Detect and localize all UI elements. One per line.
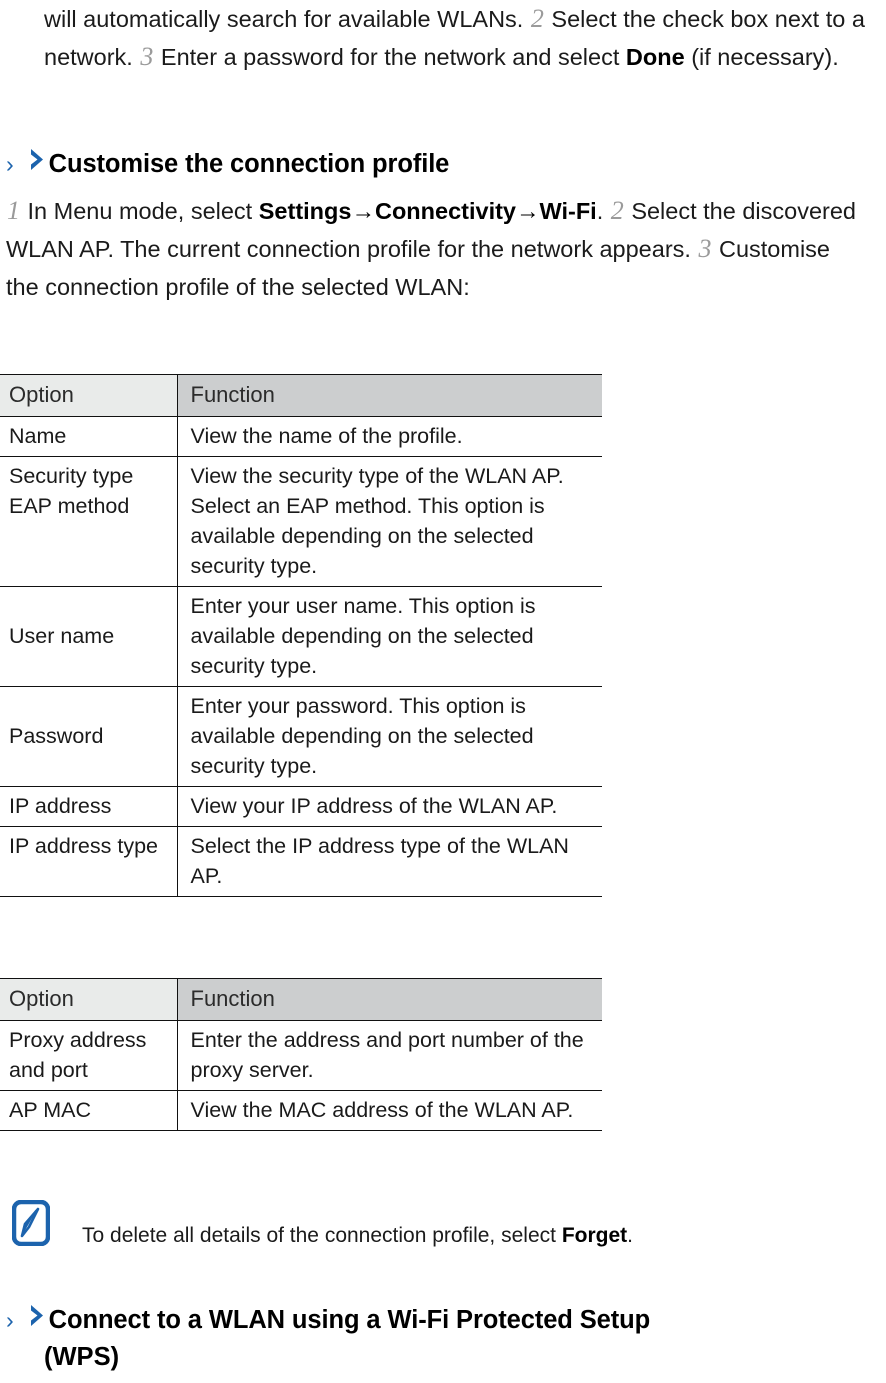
- table-2-option-1: AP MAC: [0, 1090, 177, 1131]
- intro-bold-done: Done: [625, 44, 685, 70]
- table-row: Proxy address and port Enter the address…: [0, 1020, 602, 1091]
- section-heading-connect-wps: › Connect to a WLAN using a Wi-Fi Protect…: [6, 1302, 878, 1375]
- table-2-header-row: Option Function: [0, 978, 602, 1021]
- step-number-2: 2: [530, 4, 544, 33]
- arrow-bullet-icon: [28, 147, 48, 183]
- note-text-1: To delete all details of the connection …: [82, 1224, 556, 1247]
- table-1-option-2: User name: [0, 586, 177, 687]
- table-row: User name Enter your user name. This opt…: [0, 586, 602, 687]
- table-1-function-2: Enter your user name. This option is ava…: [176, 586, 602, 687]
- note-pen-icon: [11, 1199, 51, 1247]
- section-heading-2-title-line-2: (WPS): [44, 1343, 120, 1371]
- arrow-glyph-2: →: [516, 198, 540, 224]
- body-paragraph: 1 In Menu mode, select Settings→Connecti…: [6, 192, 866, 306]
- table-row: Password Enter your password. This optio…: [0, 686, 602, 787]
- arrow-bullet-icon: [28, 1303, 48, 1339]
- table-1-header-function: Function: [176, 374, 602, 417]
- step-number-1: 1: [7, 196, 20, 225]
- note-text-2: .: [627, 1224, 633, 1247]
- section-heading-2-title-line-1: Connect to a WLAN using a Wi-Fi Protecte…: [48, 1306, 651, 1334]
- intro-paragraph: will automatically search for available …: [44, 0, 886, 76]
- chevron-right-icon: ›: [6, 151, 14, 177]
- table-1-function-4: View your IP address of the WLAN AP.: [176, 786, 602, 827]
- options-table-1: Option Function Name View the name of th…: [0, 374, 602, 897]
- table-row: Name View the name of the profile.: [0, 416, 602, 457]
- intro-text-3: Enter a password for the network and sel…: [160, 44, 620, 70]
- step-number-3: 3: [140, 42, 154, 71]
- table-1-option-1: Security type EAP method: [0, 456, 177, 587]
- body-bold-settings: Settings: [258, 198, 352, 224]
- intro-text-1: will automatically search for available …: [44, 6, 524, 32]
- step-number-3b: 3: [698, 234, 712, 263]
- table-1-option-0: Name: [0, 416, 177, 457]
- table-1-function-5: Select the IP address type of the WLAN A…: [176, 826, 602, 897]
- note-bold-forget: Forget: [561, 1224, 628, 1247]
- body-period: .: [596, 198, 604, 224]
- step-number-2b: 2: [610, 196, 624, 225]
- chevron-right-icon: ›: [6, 1307, 14, 1333]
- table-row: Security type EAP method View the securi…: [0, 456, 602, 587]
- section-heading-1-title: Customise the connection profile: [48, 150, 450, 178]
- section-heading-customise-connection-profile: › Customise the connection profile: [6, 146, 878, 183]
- table-1-option-3: Password: [0, 686, 177, 787]
- table-1-function-1: View the security type of the WLAN AP. S…: [176, 456, 602, 587]
- body-text-1: In Menu mode, select: [27, 198, 253, 224]
- note-block: To delete all details of the connection …: [11, 1198, 872, 1251]
- table-1-function-3: Enter your password. This option is avai…: [176, 686, 602, 787]
- table-2-header-option: Option: [0, 978, 177, 1021]
- body-text-3: Customise the connection profile of the …: [6, 236, 830, 300]
- table-2-function-1: View the MAC address of the WLAN AP.: [176, 1090, 602, 1131]
- body-bold-connectivity: Connectivity: [374, 198, 516, 224]
- note-text: To delete all details of the connection …: [82, 1221, 633, 1251]
- table-1-option-4: IP address: [0, 786, 177, 827]
- table-2-header-function: Function: [176, 978, 602, 1021]
- table-row: AP MAC View the MAC address of the WLAN …: [0, 1090, 602, 1131]
- arrow-glyph-1: →: [351, 198, 375, 224]
- table-1-option-5: IP address type: [0, 826, 177, 897]
- intro-text-4: (if necessary).: [691, 44, 839, 70]
- table-row: IP address type Select the IP address ty…: [0, 826, 602, 897]
- body-text-2: Select the discovered WLAN AP. The curre…: [6, 198, 856, 262]
- body-bold-wifi: Wi-Fi: [539, 198, 597, 224]
- intro-text-2: Select the check box next to a network.: [44, 6, 865, 70]
- table-2-function-0: Enter the address and port number of the…: [176, 1020, 602, 1091]
- table-2-option-0: Proxy address and port: [0, 1020, 177, 1091]
- table-1-header-option: Option: [0, 374, 177, 417]
- table-row: IP address View your IP address of the W…: [0, 786, 602, 827]
- table-1-function-0: View the name of the profile.: [176, 416, 602, 457]
- table-1-header-row: Option Function: [0, 374, 602, 417]
- options-table-2: Option Function Proxy address and port E…: [0, 978, 602, 1131]
